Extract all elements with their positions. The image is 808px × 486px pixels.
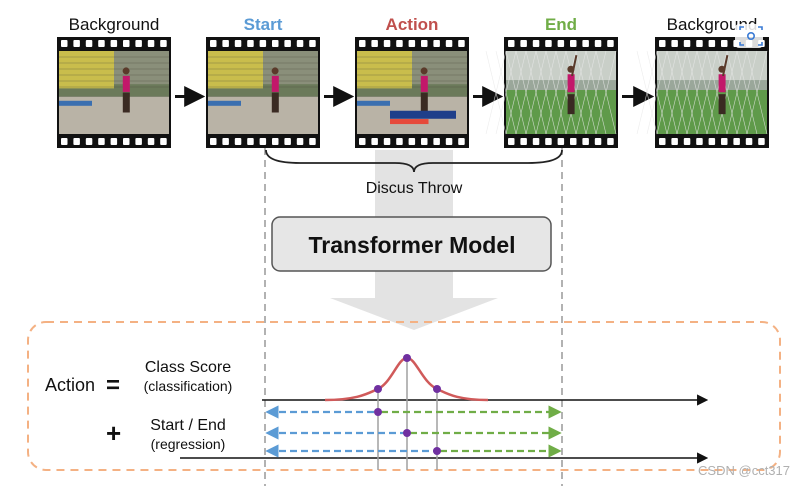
- frame-label: Background: [69, 15, 160, 34]
- regression-label: (regression): [151, 436, 226, 452]
- frame-picture: [59, 51, 169, 134]
- class-score-label: Class Score: [145, 359, 231, 376]
- right-regression-dot: [433, 447, 441, 455]
- plus-sign: +: [106, 418, 121, 448]
- scan-icon: [735, 24, 763, 48]
- frame-picture: [208, 51, 318, 134]
- equals-sign: =: [106, 372, 120, 399]
- frame-4: End: [486, 15, 618, 148]
- start-end-label: Start / End: [150, 417, 226, 434]
- frame-3: Action: [355, 15, 469, 148]
- action-span-label: Discus Throw: [366, 180, 463, 197]
- detection-region-box: [28, 322, 780, 470]
- classification-label: (classification): [144, 378, 233, 394]
- frame-2: Start: [206, 15, 320, 148]
- frame-label: End: [545, 15, 577, 34]
- peak-dot: [403, 354, 411, 362]
- left-regression-dot: [374, 408, 382, 416]
- frame-1: Background: [57, 15, 171, 148]
- transformer-model-label: Transformer Model: [308, 232, 515, 258]
- right-curve-dot: [433, 385, 441, 393]
- action-term: Action: [45, 375, 95, 395]
- regression-arrows: [268, 412, 559, 451]
- frame-label: Start: [244, 15, 283, 34]
- left-curve-dot: [374, 385, 382, 393]
- frame-label: Action: [386, 15, 439, 34]
- watermark: CSDN @cct317: [698, 463, 790, 478]
- peak-regression-dot: [403, 429, 411, 437]
- frame-picture: [357, 51, 467, 134]
